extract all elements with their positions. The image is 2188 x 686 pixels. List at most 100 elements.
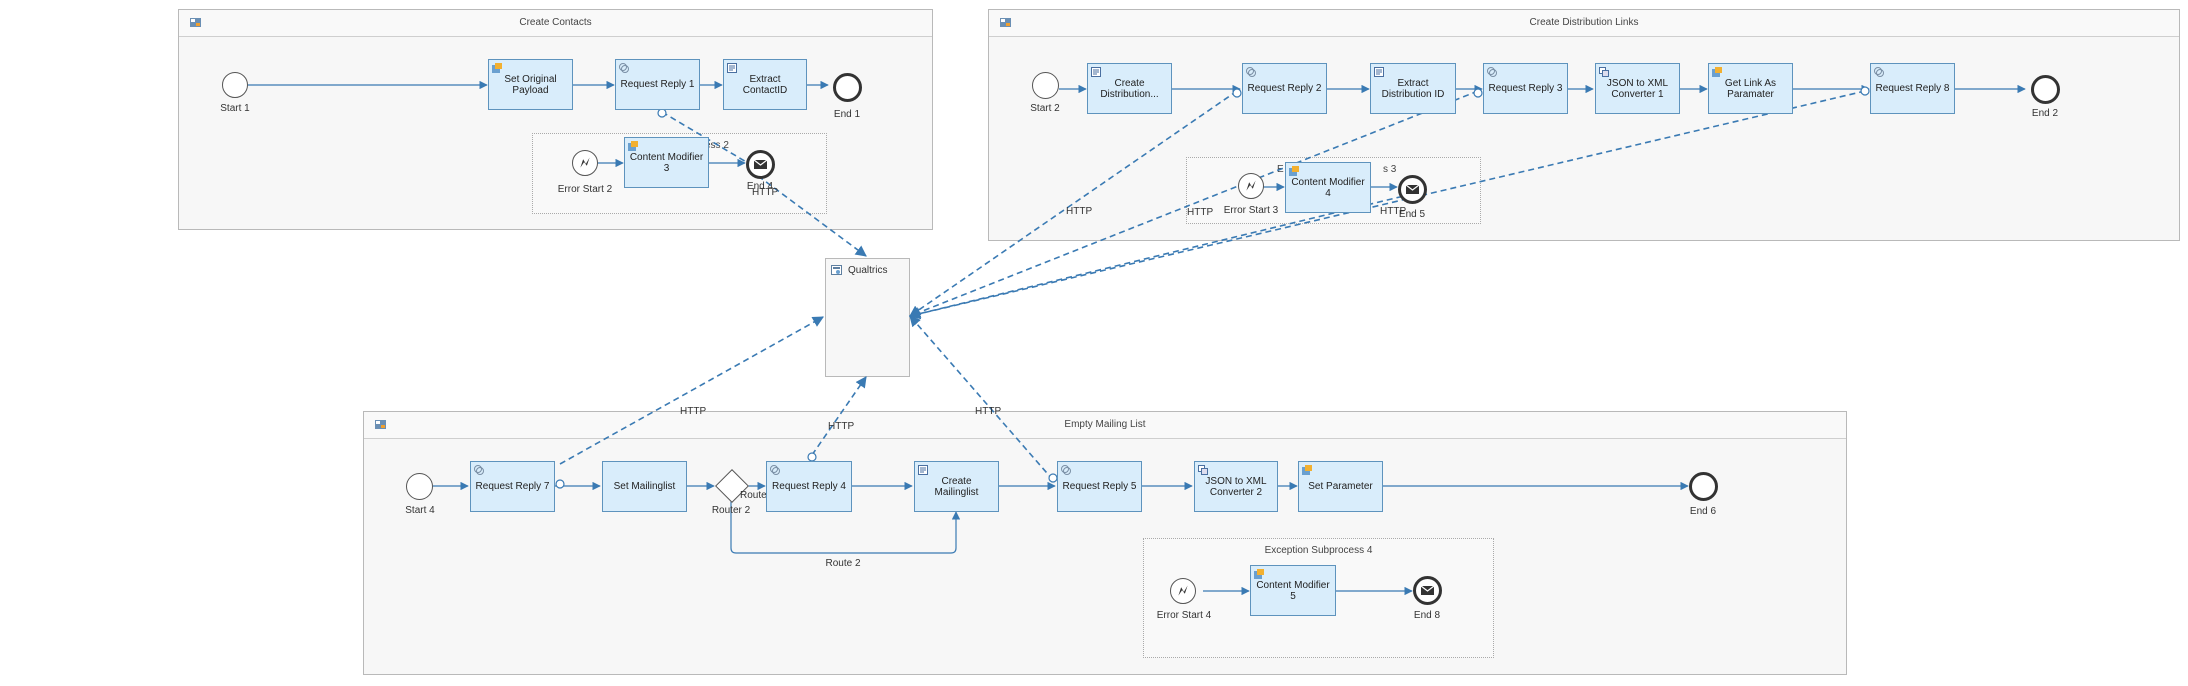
task-label: Get Link As Paramater: [1724, 77, 1777, 100]
task-extract-contactid[interactable]: Extract ContactID: [723, 59, 807, 110]
task-label: Request Reply 1: [620, 79, 695, 90]
task-label: Request Reply 2: [1247, 83, 1322, 94]
end-event-4[interactable]: [746, 150, 775, 179]
script-icon: [918, 465, 928, 475]
task-label: Set Mailinglist: [613, 481, 676, 492]
error-icon: [1178, 585, 1188, 596]
subprocess-title: Exception Subprocess 4: [1264, 545, 1373, 556]
task-content-modifier-3[interactable]: Content Modifier 3: [624, 137, 709, 188]
task-label: Create Distribution...: [1100, 77, 1159, 100]
task-label: Extract Distribution ID: [1381, 77, 1445, 100]
integration-process-icon: [1000, 18, 1011, 27]
subprocess-title-prefix: E: [1277, 164, 1284, 175]
participant-header: Qualtrics: [826, 259, 909, 279]
task-json-to-xml-converter-2[interactable]: JSON to XML Converter 2: [1194, 461, 1278, 512]
end-event-5-label: End 5: [1398, 209, 1426, 220]
task-extract-distribution-id[interactable]: Extract Distribution ID: [1370, 63, 1456, 114]
pool-empty-mailing-list[interactable]: Empty Mailing List: [363, 411, 1847, 675]
message-end-icon: [1420, 585, 1435, 595]
start-event-4[interactable]: [406, 473, 433, 500]
error-start-event-3[interactable]: [1238, 173, 1264, 199]
pool-title: Create Contacts: [519, 17, 592, 28]
error-start-event-2[interactable]: [572, 150, 598, 176]
task-label: Extract ContactID: [742, 73, 788, 96]
task-label: Content Modifier 4: [1291, 176, 1365, 199]
task-set-parameter[interactable]: Set Parameter: [1298, 461, 1383, 512]
route-label: Route: [740, 490, 767, 501]
task-label: Create Mailinglist: [934, 475, 979, 498]
pool-title: Create Distribution Links: [1529, 17, 1639, 28]
task-request-reply-2[interactable]: Request Reply 2: [1242, 63, 1327, 114]
task-label: Request Reply 8: [1875, 83, 1950, 94]
task-get-link-as-paramater[interactable]: Get Link As Paramater: [1708, 63, 1793, 114]
end-event-1[interactable]: [833, 73, 862, 102]
end-event-2-label: End 2: [2031, 108, 2059, 119]
end-event-6[interactable]: [1689, 472, 1718, 501]
end-event-8[interactable]: [1413, 576, 1442, 605]
content-modifier-icon: [628, 141, 638, 151]
request-reply-icon: [1061, 465, 1071, 475]
task-set-original-payload[interactable]: Set Original Payload: [488, 59, 573, 110]
http-label: HTTP: [1380, 206, 1407, 217]
converter-icon: [1599, 67, 1609, 77]
content-modifier-icon: [1712, 67, 1722, 77]
content-modifier-icon: [492, 63, 502, 73]
task-json-to-xml-converter-1[interactable]: JSON to XML Converter 1: [1595, 63, 1680, 114]
pool-header: Create Distribution Links: [989, 10, 2179, 37]
start-event-1[interactable]: [222, 72, 248, 98]
script-icon: [1374, 67, 1384, 77]
content-modifier-icon: [1289, 166, 1299, 176]
task-request-reply-7[interactable]: Request Reply 7: [470, 461, 555, 512]
http-label: HTTP: [752, 187, 779, 198]
pool-header: Create Contacts: [179, 10, 932, 37]
router-2-label: Router 2: [711, 505, 751, 516]
end-event-8-label: End 8: [1413, 610, 1441, 621]
script-icon: [1091, 67, 1101, 77]
task-set-mailinglist[interactable]: Set Mailinglist: [602, 461, 687, 512]
http-label: HTTP: [975, 406, 1002, 417]
task-request-reply-8[interactable]: Request Reply 8: [1870, 63, 1955, 114]
task-content-modifier-4[interactable]: Content Modifier 4: [1285, 162, 1371, 213]
task-create-distribution[interactable]: Create Distribution...: [1087, 63, 1172, 114]
task-label: JSON to XML Converter 2: [1205, 475, 1267, 498]
task-label: Request Reply 7: [475, 481, 550, 492]
start-event-1-label: Start 1: [220, 103, 250, 114]
participant-qualtrics[interactable]: Qualtrics: [825, 258, 910, 377]
error-icon: [580, 157, 590, 168]
converter-icon: [1198, 465, 1208, 475]
task-request-reply-4[interactable]: Request Reply 4: [766, 461, 852, 512]
end-event-6-label: End 6: [1689, 506, 1717, 517]
task-create-mailinglist[interactable]: Create Mailinglist: [914, 461, 999, 512]
error-start-event-4[interactable]: [1170, 578, 1196, 604]
start-event-2[interactable]: [1032, 72, 1059, 99]
pool-header: Empty Mailing List: [364, 412, 1846, 439]
content-modifier-icon: [1254, 569, 1264, 579]
request-reply-icon: [770, 465, 780, 475]
start-event-4-label: Start 4: [405, 505, 435, 516]
message-end-icon: [753, 159, 768, 169]
request-reply-icon: [1246, 67, 1256, 77]
request-reply-icon: [474, 465, 484, 475]
task-request-reply-5[interactable]: Request Reply 5: [1057, 461, 1142, 512]
request-reply-icon: [1874, 67, 1884, 77]
task-content-modifier-5[interactable]: Content Modifier 5: [1250, 565, 1336, 616]
task-request-reply-1[interactable]: Request Reply 1: [615, 59, 700, 110]
pool-create-distribution-links[interactable]: Create Distribution Links: [988, 9, 2180, 241]
http-label: HTTP: [1066, 206, 1093, 217]
integration-process-icon: [375, 420, 386, 429]
end-event-4-label: End 4: [746, 181, 774, 192]
end-event-1-label: End 1: [833, 109, 861, 120]
participant-title: Qualtrics: [848, 265, 888, 276]
start-event-2-label: Start 2: [1030, 103, 1060, 114]
end-event-5[interactable]: [1398, 175, 1427, 204]
request-reply-icon: [1487, 67, 1497, 77]
integration-process-icon: [190, 18, 201, 27]
end-event-2[interactable]: [2031, 75, 2060, 104]
http-label: HTTP: [828, 421, 855, 432]
task-request-reply-3[interactable]: Request Reply 3: [1483, 63, 1568, 114]
http-label: HTTP: [1187, 207, 1214, 218]
error-start-event-2-label: Error Start 2: [557, 184, 613, 195]
participant-icon: [831, 265, 842, 275]
task-label: Content Modifier 5: [1256, 579, 1330, 602]
error-icon: [1246, 180, 1256, 191]
